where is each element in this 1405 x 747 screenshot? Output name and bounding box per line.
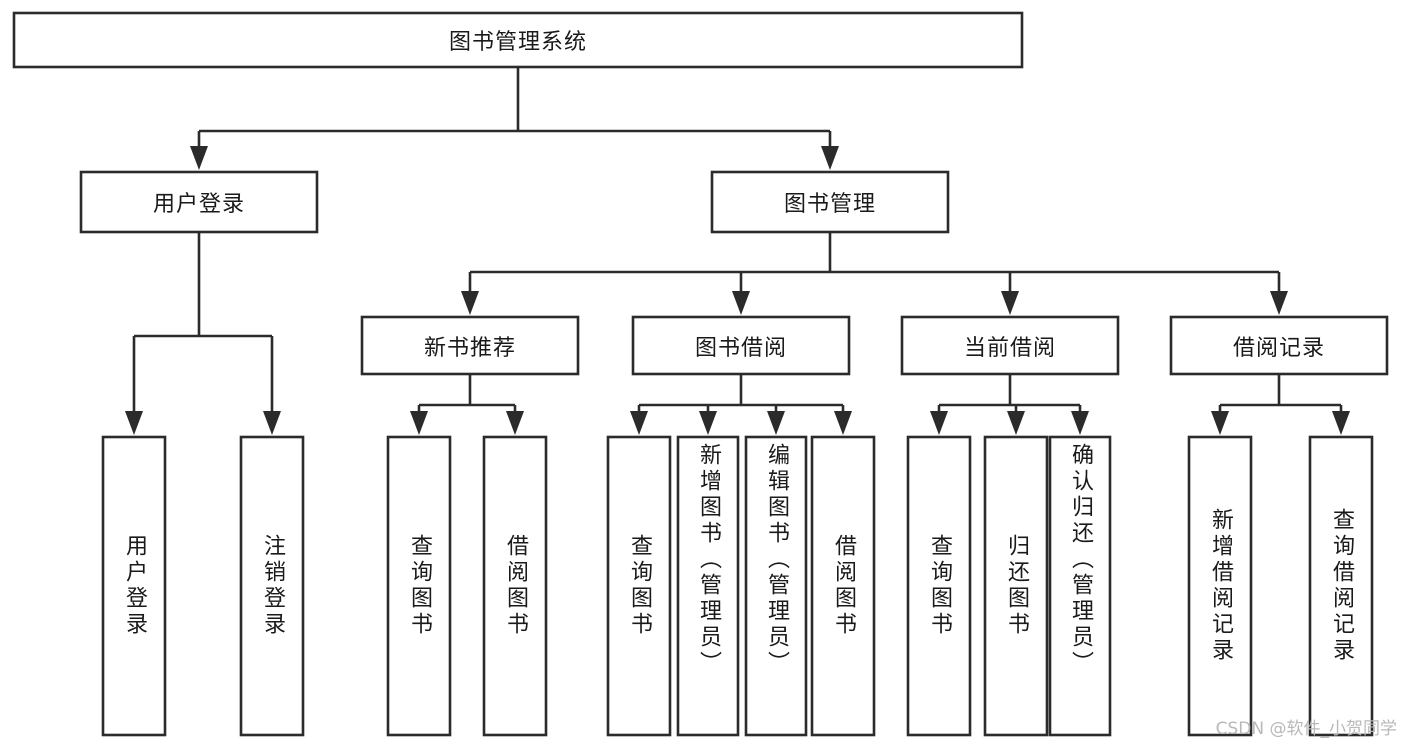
- arrow-head-icon: [834, 411, 852, 435]
- arrow-head-icon: [1270, 291, 1288, 315]
- arrow-head-icon: [410, 411, 428, 435]
- arrow-head-icon: [821, 146, 839, 170]
- node-box-leaf-add-book[interactable]: [676, 435, 740, 737]
- node-box-borrow-record[interactable]: [1169, 315, 1389, 376]
- arrow-head-icon: [1211, 411, 1229, 435]
- arrow-head-icon: [1007, 411, 1025, 435]
- node-box-user-login[interactable]: [79, 170, 319, 234]
- node-box-leaf-edit-book[interactable]: [744, 435, 808, 737]
- arrow-head-icon: [630, 411, 648, 435]
- connector-group: [637, 374, 845, 411]
- node-box-leaf-query-book-3[interactable]: [906, 435, 972, 737]
- node-box-leaf-borrow-book-1[interactable]: [482, 435, 548, 737]
- node-box-book-manage[interactable]: [710, 170, 950, 234]
- node-box-leaf-user-login[interactable]: [101, 435, 167, 737]
- arrow-head-icon: [732, 291, 750, 315]
- arrow-head-icon: [767, 411, 785, 435]
- node-box-leaf-logout[interactable]: [239, 435, 305, 737]
- node-box-leaf-query-book-1[interactable]: [386, 435, 452, 737]
- arrow-head-icon: [1332, 411, 1350, 435]
- connector-group: [417, 374, 517, 411]
- connector-group: [937, 374, 1082, 411]
- arrow-head-icon: [699, 411, 717, 435]
- node-box-leaf-query-book-2[interactable]: [606, 435, 672, 737]
- connector-group: [197, 67, 832, 146]
- node-box-current-borrow[interactable]: [900, 315, 1120, 376]
- node-box-leaf-add-record[interactable]: [1187, 435, 1253, 737]
- arrow-head-icon: [461, 291, 479, 315]
- connector-group: [132, 232, 274, 411]
- node-box-leaf-confirm-return[interactable]: [1048, 435, 1112, 737]
- arrow-head-icon: [263, 411, 281, 435]
- arrow-head-icon: [125, 411, 143, 435]
- node-box-leaf-query-record[interactable]: [1308, 435, 1374, 737]
- node-box-new-book-recommend[interactable]: [360, 315, 580, 376]
- node-box-leaf-borrow-book-2[interactable]: [810, 435, 876, 737]
- node-box-leaf-return-book[interactable]: [983, 435, 1049, 737]
- arrow-head-icon: [1001, 291, 1019, 315]
- arrow-head-icon: [1071, 411, 1089, 435]
- connector-group: [468, 232, 1281, 291]
- arrow-head-icon: [190, 146, 208, 170]
- arrow-head-icon: [930, 411, 948, 435]
- node-box-book-borrow[interactable]: [631, 315, 851, 376]
- connectors-layer: [125, 67, 1350, 435]
- node-box-root[interactable]: [12, 11, 1024, 69]
- arrow-head-icon: [506, 411, 524, 435]
- node-boxes-layer: [12, 11, 1389, 737]
- connector-group: [1218, 374, 1343, 411]
